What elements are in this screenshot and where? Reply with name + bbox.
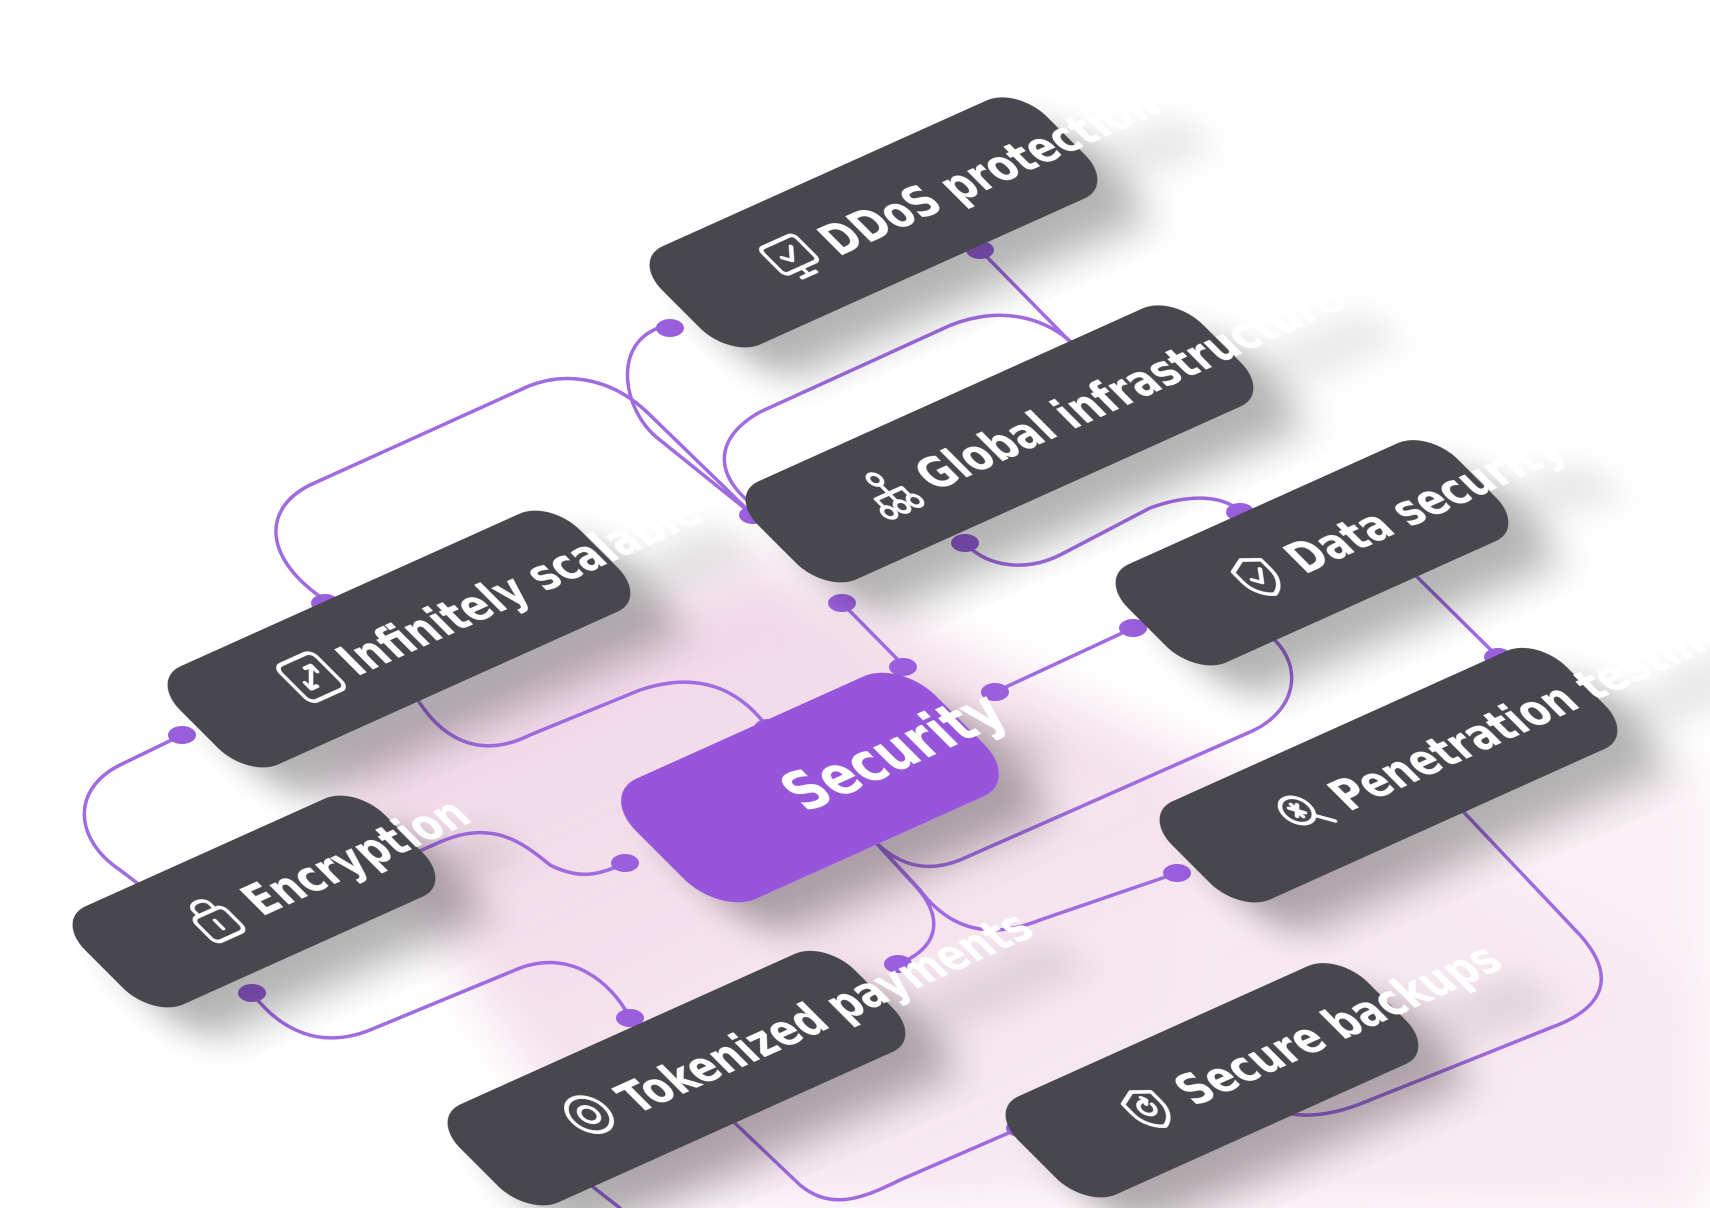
connector-data-penetration [1405,565,1500,659]
magnifier-bug-icon [1277,795,1338,826]
expand-arrows-icon [276,651,346,703]
connector-encryption-security [393,830,627,876]
monitor-shield-icon [759,233,819,280]
connector-security-data [993,626,1135,694]
connectors [82,248,1603,1208]
connector-encryption-scalable [82,733,184,904]
connector-encryption-tokenized [250,960,632,1040]
target-circle-icon [564,1095,614,1134]
connector-global-security [840,601,905,667]
connector-tokenized-backups [716,1105,1022,1202]
network-tree-icon [865,472,925,520]
connector-scalable-security [411,680,770,748]
connector-scalable-global [274,376,755,602]
connector-global-data [963,496,1242,567]
nodes: DDoS protection Global infrastructure Da… [72,49,1710,1206]
connector-security-tokenized [853,818,936,966]
lock-icon [190,899,246,944]
connector-global-top [722,313,1090,512]
connector-ddos-global-loop [625,323,755,517]
node-ddos-protection[interactable]: DDoS protection [632,49,1200,358]
shield-refresh-icon [1120,1089,1171,1128]
shield-check-icon [1230,557,1281,596]
